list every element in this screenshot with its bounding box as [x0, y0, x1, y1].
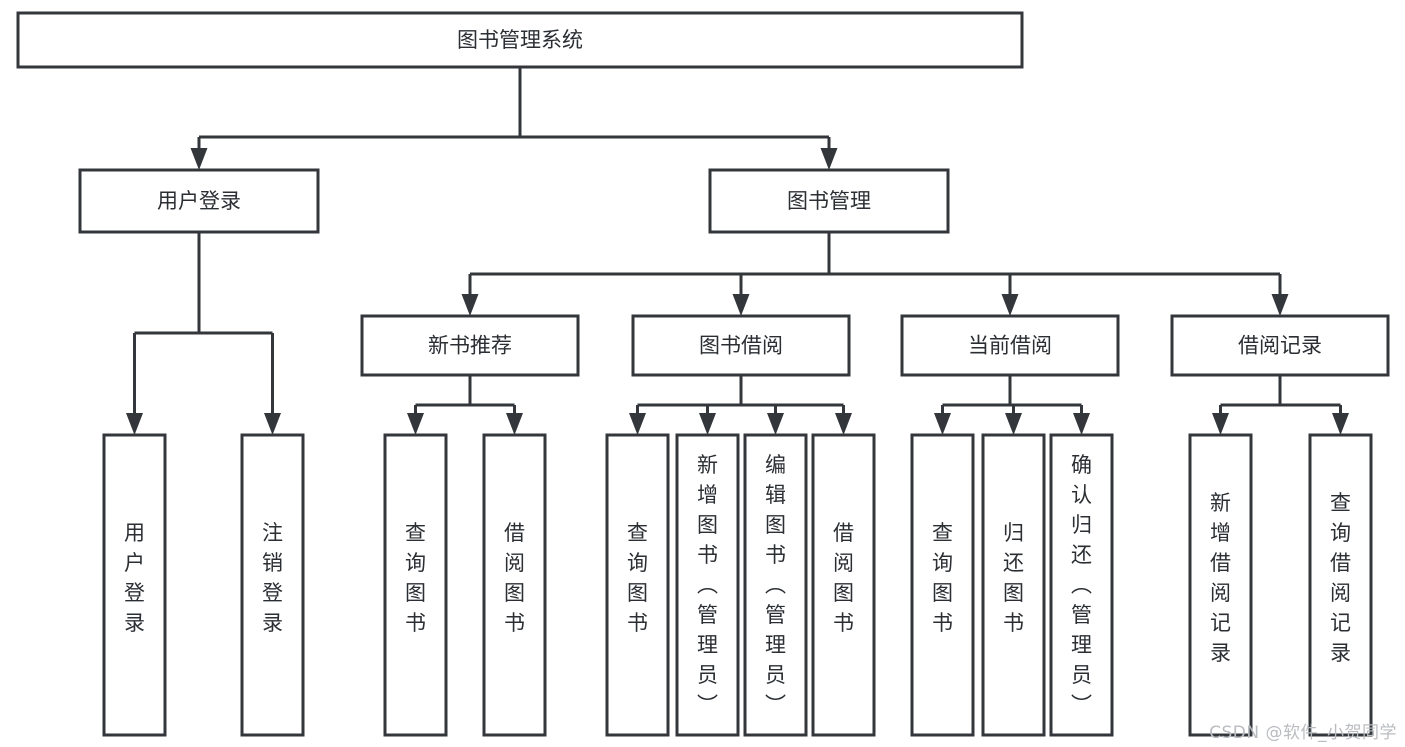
- node-box[interactable]: [1049, 433, 1114, 737]
- arrow-head-icon: [1001, 294, 1019, 316]
- node-label: 新书推荐: [428, 334, 512, 358]
- connector-group-root: [190, 67, 838, 170]
- node-label: 借阅图书: [504, 521, 525, 635]
- node-box[interactable]: [360, 314, 580, 377]
- node-box[interactable]: [102, 433, 167, 737]
- node-box[interactable]: [900, 314, 1120, 377]
- node-leaf-query-book-borrow[interactable]: 查询图书: [605, 433, 670, 737]
- arrow-head-icon: [629, 413, 646, 435]
- node-book-borrow[interactable]: 图书借阅: [631, 314, 851, 377]
- node-new-book-recommend[interactable]: 新书推荐: [360, 314, 580, 377]
- arrow-head-icon: [699, 413, 716, 435]
- connector-group-user-login: [126, 232, 281, 435]
- node-leaf-logout[interactable]: 注销登录: [240, 433, 305, 737]
- node-box[interactable]: [605, 433, 670, 737]
- node-box[interactable]: [240, 433, 305, 737]
- node-box[interactable]: [482, 433, 547, 737]
- connector-group-current-borrow: [934, 375, 1090, 435]
- node-leaf-edit-book[interactable]: 编辑图书︵管理员︶: [743, 433, 808, 737]
- node-box[interactable]: [631, 314, 851, 377]
- node-root[interactable]: 图书管理系统: [16, 11, 1024, 69]
- node-label: 借阅记录: [1238, 334, 1322, 358]
- node-user-login[interactable]: 用户登录: [78, 168, 320, 234]
- node-label: 图书借阅: [699, 334, 783, 358]
- arrow-head-icon: [407, 413, 424, 435]
- node-label: 用户登录: [157, 189, 241, 213]
- node-label: 图书管理: [787, 189, 871, 213]
- node-box[interactable]: [981, 433, 1046, 737]
- node-leaf-borrow-book-recommend[interactable]: 借阅图书: [482, 433, 547, 737]
- node-label: 图书管理系统: [457, 28, 583, 52]
- node-label: 查询图书: [627, 521, 648, 635]
- node-borrow-record[interactable]: 借阅记录: [1170, 314, 1390, 377]
- arrow-head-icon: [264, 413, 281, 435]
- node-label: 查询图书: [932, 521, 953, 635]
- node-leaf-user-login[interactable]: 用户登录: [102, 433, 167, 737]
- edges-layer: [126, 67, 1349, 435]
- node-box[interactable]: [383, 433, 448, 737]
- node-box[interactable]: [1188, 433, 1253, 737]
- arrow-head-icon: [1271, 294, 1289, 316]
- arrow-head-icon: [506, 413, 523, 435]
- arrow-head-icon: [1332, 413, 1349, 435]
- node-label: 注销登录: [262, 521, 283, 635]
- arrow-head-icon: [461, 294, 479, 316]
- node-label: 查询图书: [405, 521, 426, 635]
- node-box[interactable]: [675, 433, 740, 737]
- node-leaf-add-borrow-record[interactable]: 新增借阅记录: [1188, 433, 1253, 737]
- node-label: 借阅图书: [833, 521, 854, 635]
- arrow-head-icon: [126, 413, 143, 435]
- node-box[interactable]: [16, 11, 1024, 69]
- node-box[interactable]: [811, 433, 876, 737]
- node-label: 归还图书: [1003, 521, 1024, 635]
- nodes-layer: 图书管理系统用户登录图书管理新书推荐图书借阅当前借阅借阅记录用户登录注销登录查询…: [16, 11, 1390, 737]
- connector-group-borrow-record: [1212, 375, 1349, 435]
- node-label: 新增借阅记录: [1210, 491, 1231, 665]
- node-leaf-add-book[interactable]: 新增图书︵管理员︶: [675, 433, 740, 737]
- node-leaf-query-borrow-record[interactable]: 查询借阅记录: [1308, 433, 1373, 737]
- node-box[interactable]: [743, 433, 808, 737]
- node-label: 用户登录: [124, 521, 145, 635]
- connector-group-book-borrow: [629, 375, 852, 435]
- arrow-head-icon: [767, 413, 784, 435]
- node-label: 查询借阅记录: [1330, 491, 1351, 665]
- arrow-head-icon: [190, 148, 208, 170]
- watermark-text: CSDN @软件_小贺同学: [1209, 723, 1397, 743]
- node-box[interactable]: [910, 433, 975, 737]
- node-box[interactable]: [1170, 314, 1390, 377]
- arrow-head-icon: [1005, 413, 1022, 435]
- arrow-head-icon: [1073, 413, 1090, 435]
- node-label: 新增图书︵管理员︶: [697, 453, 718, 717]
- node-box[interactable]: [78, 168, 320, 234]
- arrow-head-icon: [835, 413, 852, 435]
- node-label: 当前借阅: [968, 334, 1052, 358]
- connector-group-new-book-recommend: [407, 375, 523, 435]
- arrow-head-icon: [820, 148, 838, 170]
- node-leaf-query-book-recommend[interactable]: 查询图书: [383, 433, 448, 737]
- arrow-head-icon: [934, 413, 951, 435]
- arrow-head-icon: [732, 294, 750, 316]
- node-book-management[interactable]: 图书管理: [708, 168, 950, 234]
- node-leaf-query-book-current[interactable]: 查询图书: [910, 433, 975, 737]
- connector-group-book-management: [461, 232, 1289, 316]
- node-box[interactable]: [1308, 433, 1373, 737]
- node-label: 编辑图书︵管理员︶: [765, 453, 786, 717]
- node-current-borrow[interactable]: 当前借阅: [900, 314, 1120, 377]
- node-box[interactable]: [708, 168, 950, 234]
- node-leaf-borrow-book[interactable]: 借阅图书: [811, 433, 876, 737]
- node-leaf-return-book[interactable]: 归还图书: [981, 433, 1046, 737]
- node-leaf-confirm-return[interactable]: 确认归还︵管理员︶: [1049, 433, 1114, 737]
- arrow-head-icon: [1212, 413, 1229, 435]
- node-label: 确认归还︵管理员︶: [1071, 453, 1092, 717]
